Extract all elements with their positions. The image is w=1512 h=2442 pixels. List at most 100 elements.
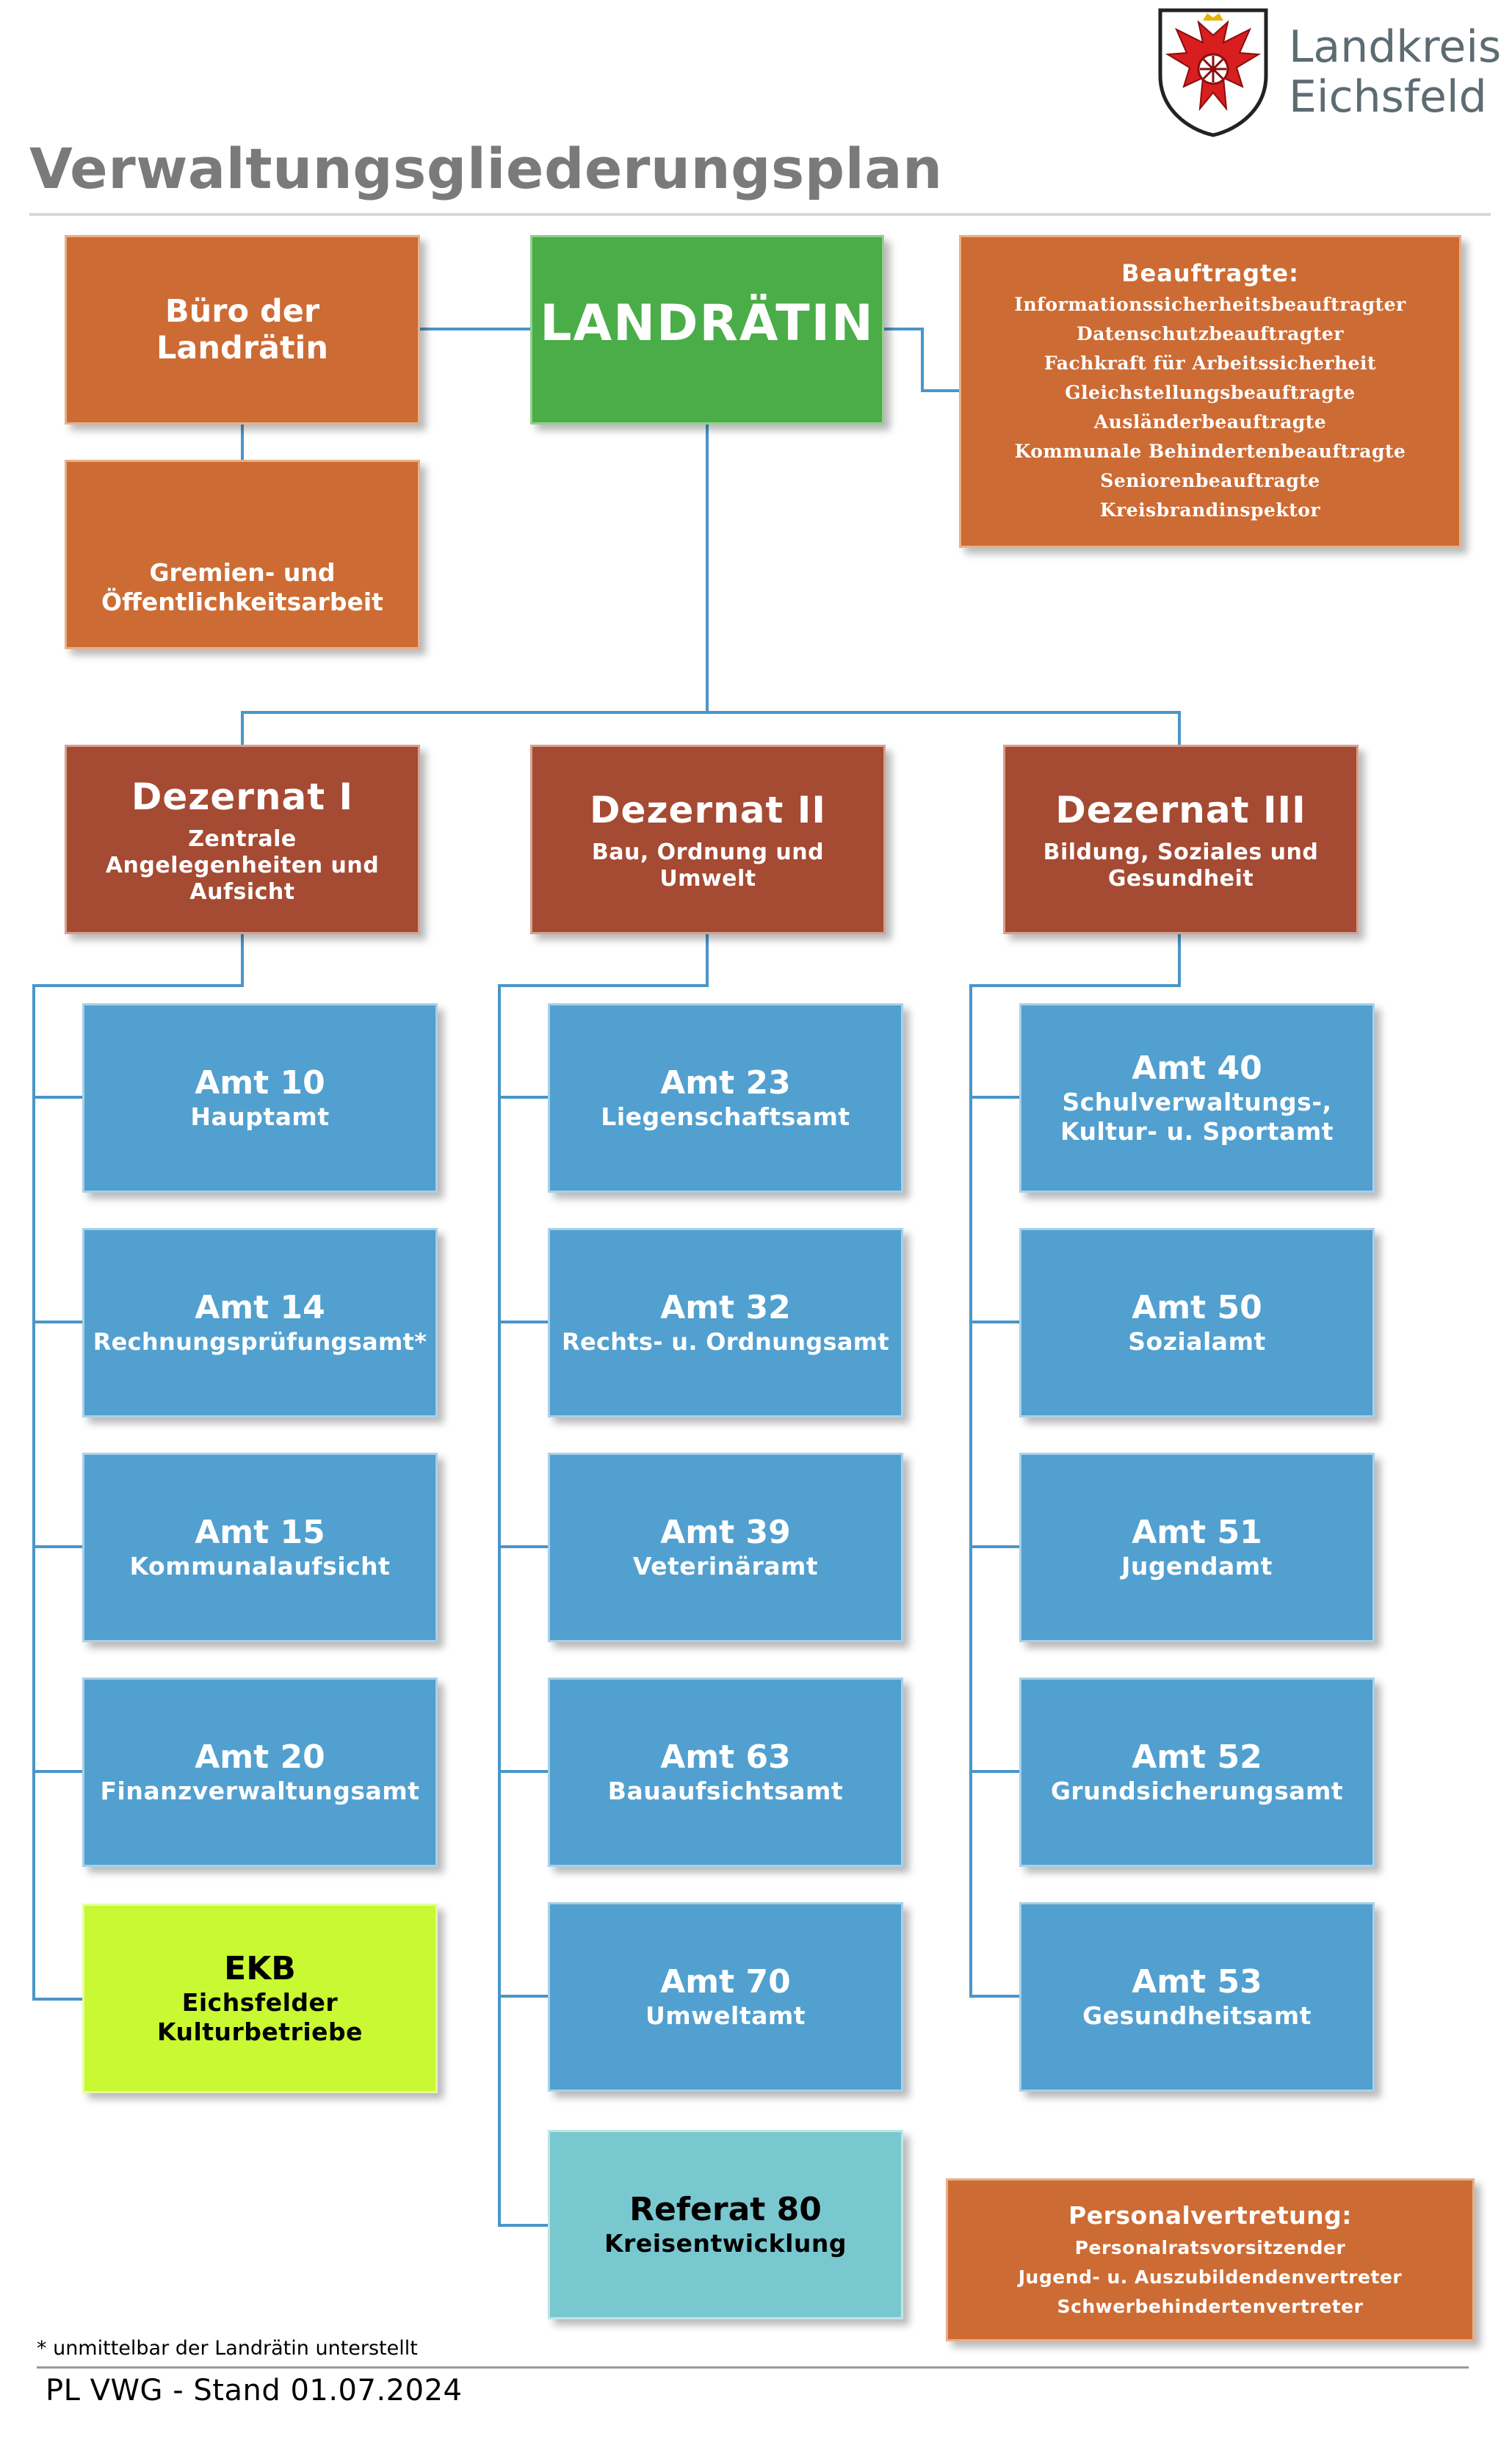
amt-number: Amt 53 xyxy=(1132,1963,1262,2001)
connector-line xyxy=(32,1096,82,1099)
amt-name: Schulverwaltungs-, Kultur- u. Sportamt xyxy=(1060,1088,1334,1146)
dezernat-title: Dezernat II xyxy=(590,789,826,831)
amt-name: Umweltamt xyxy=(645,2001,806,2030)
beauftragte-item: Fachkraft für Arbeitssicherheit xyxy=(1043,353,1377,374)
connector-line xyxy=(32,984,244,987)
logo-wordmark: Landkreis Eichsfeld xyxy=(1289,22,1501,122)
amt-number: Amt 50 xyxy=(1132,1289,1262,1326)
personalvertretung-item: Personalratsvorsitzender xyxy=(1074,2237,1346,2258)
amt-box: Amt 63 Bauaufsichtsamt xyxy=(548,1677,903,1867)
amt-box: Amt 23 Liegenschaftsamt xyxy=(548,1003,903,1193)
coat-of-arms-icon xyxy=(1154,6,1272,138)
footer-status: PL VWG - Stand 01.07.2024 xyxy=(46,2374,463,2407)
connector-line xyxy=(969,1096,1019,1099)
amt-number: Amt 63 xyxy=(660,1738,791,1776)
connector-line xyxy=(498,1321,548,1323)
amt-box: Amt 40 Schulverwaltungs-, Kultur- u. Spo… xyxy=(1019,1003,1375,1193)
amt-box: Amt 20 Finanzverwaltungsamt xyxy=(82,1677,438,1867)
logo-line-2: Eichsfeld xyxy=(1289,71,1487,123)
connector-line xyxy=(32,1770,82,1773)
beauftragte-item: Informationssicherheitsbeauftragter xyxy=(1014,294,1406,315)
amt-name: Sozialamt xyxy=(1128,1327,1266,1356)
connector-line xyxy=(32,1321,82,1323)
amt-number: Amt 51 xyxy=(1132,1514,1262,1551)
amt-box: Amt 53 Gesundheitsamt xyxy=(1019,1902,1375,2092)
ekb-number: EKB xyxy=(224,1950,296,1987)
dezernat-subtitle: Zentrale Angelegenheiten und Aufsicht xyxy=(105,826,380,905)
amt-box: Amt 70 Umweltamt xyxy=(548,1902,903,2092)
personalvertretung-item: Schwerbehindertenvertreter xyxy=(1057,2296,1364,2317)
connector-line xyxy=(1178,934,1181,986)
dezernat-subtitle: Bildung, Soziales und Gesundheit xyxy=(1043,839,1319,892)
amt-box: Amt 52 Grundsicherungsamt xyxy=(1019,1677,1375,1867)
connector-line xyxy=(969,1321,1019,1323)
connector-line xyxy=(498,984,501,2227)
amt-name: Veterinäramt xyxy=(632,1552,819,1581)
amt-box: Amt 39 Veterinäramt xyxy=(548,1453,903,1642)
connector-line xyxy=(969,1995,1019,1998)
ekb-box: EKB Eichsfelder Kulturbetriebe xyxy=(82,1904,438,2093)
connector-line xyxy=(498,1770,548,1773)
connector-line xyxy=(706,425,709,712)
amt-number: Amt 23 xyxy=(660,1064,791,1102)
amt-name: Hauptamt xyxy=(190,1102,330,1131)
amt-number: Amt 20 xyxy=(195,1738,325,1776)
amt-box: Amt 50 Sozialamt xyxy=(1019,1228,1375,1417)
connector-line xyxy=(969,984,972,1998)
amt-name: Gesundheitsamt xyxy=(1082,2001,1312,2030)
connector-line xyxy=(498,1545,548,1548)
connector-line xyxy=(1178,711,1181,745)
beauftragte-item: Seniorenbeauftragte xyxy=(1100,470,1320,491)
referat-number: Referat 80 xyxy=(629,2191,822,2228)
beauftragte-item: Gleichstellungsbeauftragte xyxy=(1065,382,1356,403)
amt-name: Jugendamt xyxy=(1121,1552,1273,1581)
page-title: Verwaltungsgliederungsplan xyxy=(29,136,943,201)
amt-number: Amt 70 xyxy=(660,1963,791,2001)
connector-line xyxy=(32,1545,82,1548)
connector-line xyxy=(241,425,244,460)
connector-line xyxy=(921,389,959,392)
dezernat-2-box: Dezernat II Bau, Ordnung und Umwelt xyxy=(530,745,886,934)
beauftragte-list: Informationssicherheitsbeauftragter Date… xyxy=(1014,290,1406,525)
amt-number: Amt 15 xyxy=(195,1514,325,1551)
personalvertretung-title: Personalvertretung: xyxy=(1068,2201,1352,2230)
amt-name: Rechts- u. Ordnungsamt xyxy=(562,1328,889,1356)
beauftragte-item: Datenschutzbeauftragter xyxy=(1077,323,1344,344)
dezernat-3-box: Dezernat III Bildung, Soziales und Gesun… xyxy=(1003,745,1359,934)
dezernat-title: Dezernat III xyxy=(1055,789,1306,831)
personalvertretung-box: Personalvertretung: Personalratsvorsitze… xyxy=(946,2178,1475,2341)
connector-line xyxy=(498,1995,548,1998)
connector-line xyxy=(241,711,244,745)
beauftragte-title: Beauftragte: xyxy=(1121,259,1299,287)
connector-line xyxy=(32,1998,82,2001)
gremien-label: Gremien- und Öffentlichkeitsarbeit xyxy=(101,558,383,616)
title-divider xyxy=(29,213,1491,216)
amt-number: Amt 40 xyxy=(1132,1050,1262,1087)
amt-number: Amt 52 xyxy=(1132,1738,1262,1776)
amt-box: Amt 10 Hauptamt xyxy=(82,1003,438,1193)
connector-line xyxy=(969,1770,1019,1773)
personalvertretung-item: Jugend- u. Auszubildendenvertreter xyxy=(1018,2266,1403,2288)
connector-line xyxy=(241,711,1179,714)
connector-line xyxy=(706,934,709,986)
logo-line-1: Landkreis xyxy=(1289,21,1502,73)
amt-name: Finanzverwaltungsamt xyxy=(100,1777,420,1805)
amt-number: Amt 14 xyxy=(195,1289,325,1326)
personalvertretung-list: Personalratsvorsitzender Jugend- u. Ausz… xyxy=(1019,2233,1402,2322)
amt-box: Amt 32 Rechts- u. Ordnungsamt xyxy=(548,1228,903,1417)
dezernat-title: Dezernat I xyxy=(131,776,354,818)
ekb-name: Eichsfelder Kulturbetriebe xyxy=(156,1988,363,2046)
footer-divider xyxy=(37,2366,1469,2369)
beauftragte-item: Kreisbrandinspektor xyxy=(1099,499,1321,521)
connector-line xyxy=(921,328,924,391)
landraetin-box: LANDRÄTIN xyxy=(530,235,884,425)
amt-box: Amt 15 Kommunalaufsicht xyxy=(82,1453,438,1642)
amt-box: Amt 14 Rechnungsprüfungsamt* xyxy=(82,1228,438,1417)
connector-line xyxy=(420,328,530,330)
amt-number: Amt 10 xyxy=(195,1064,325,1102)
amt-name: Rechnungsprüfungsamt* xyxy=(93,1328,427,1356)
amt-name: Grundsicherungsamt xyxy=(1050,1777,1344,1805)
connector-line xyxy=(498,2224,548,2227)
referat-name: Kreisentwicklung xyxy=(604,2229,847,2258)
amt-name: Kommunalaufsicht xyxy=(129,1552,391,1581)
